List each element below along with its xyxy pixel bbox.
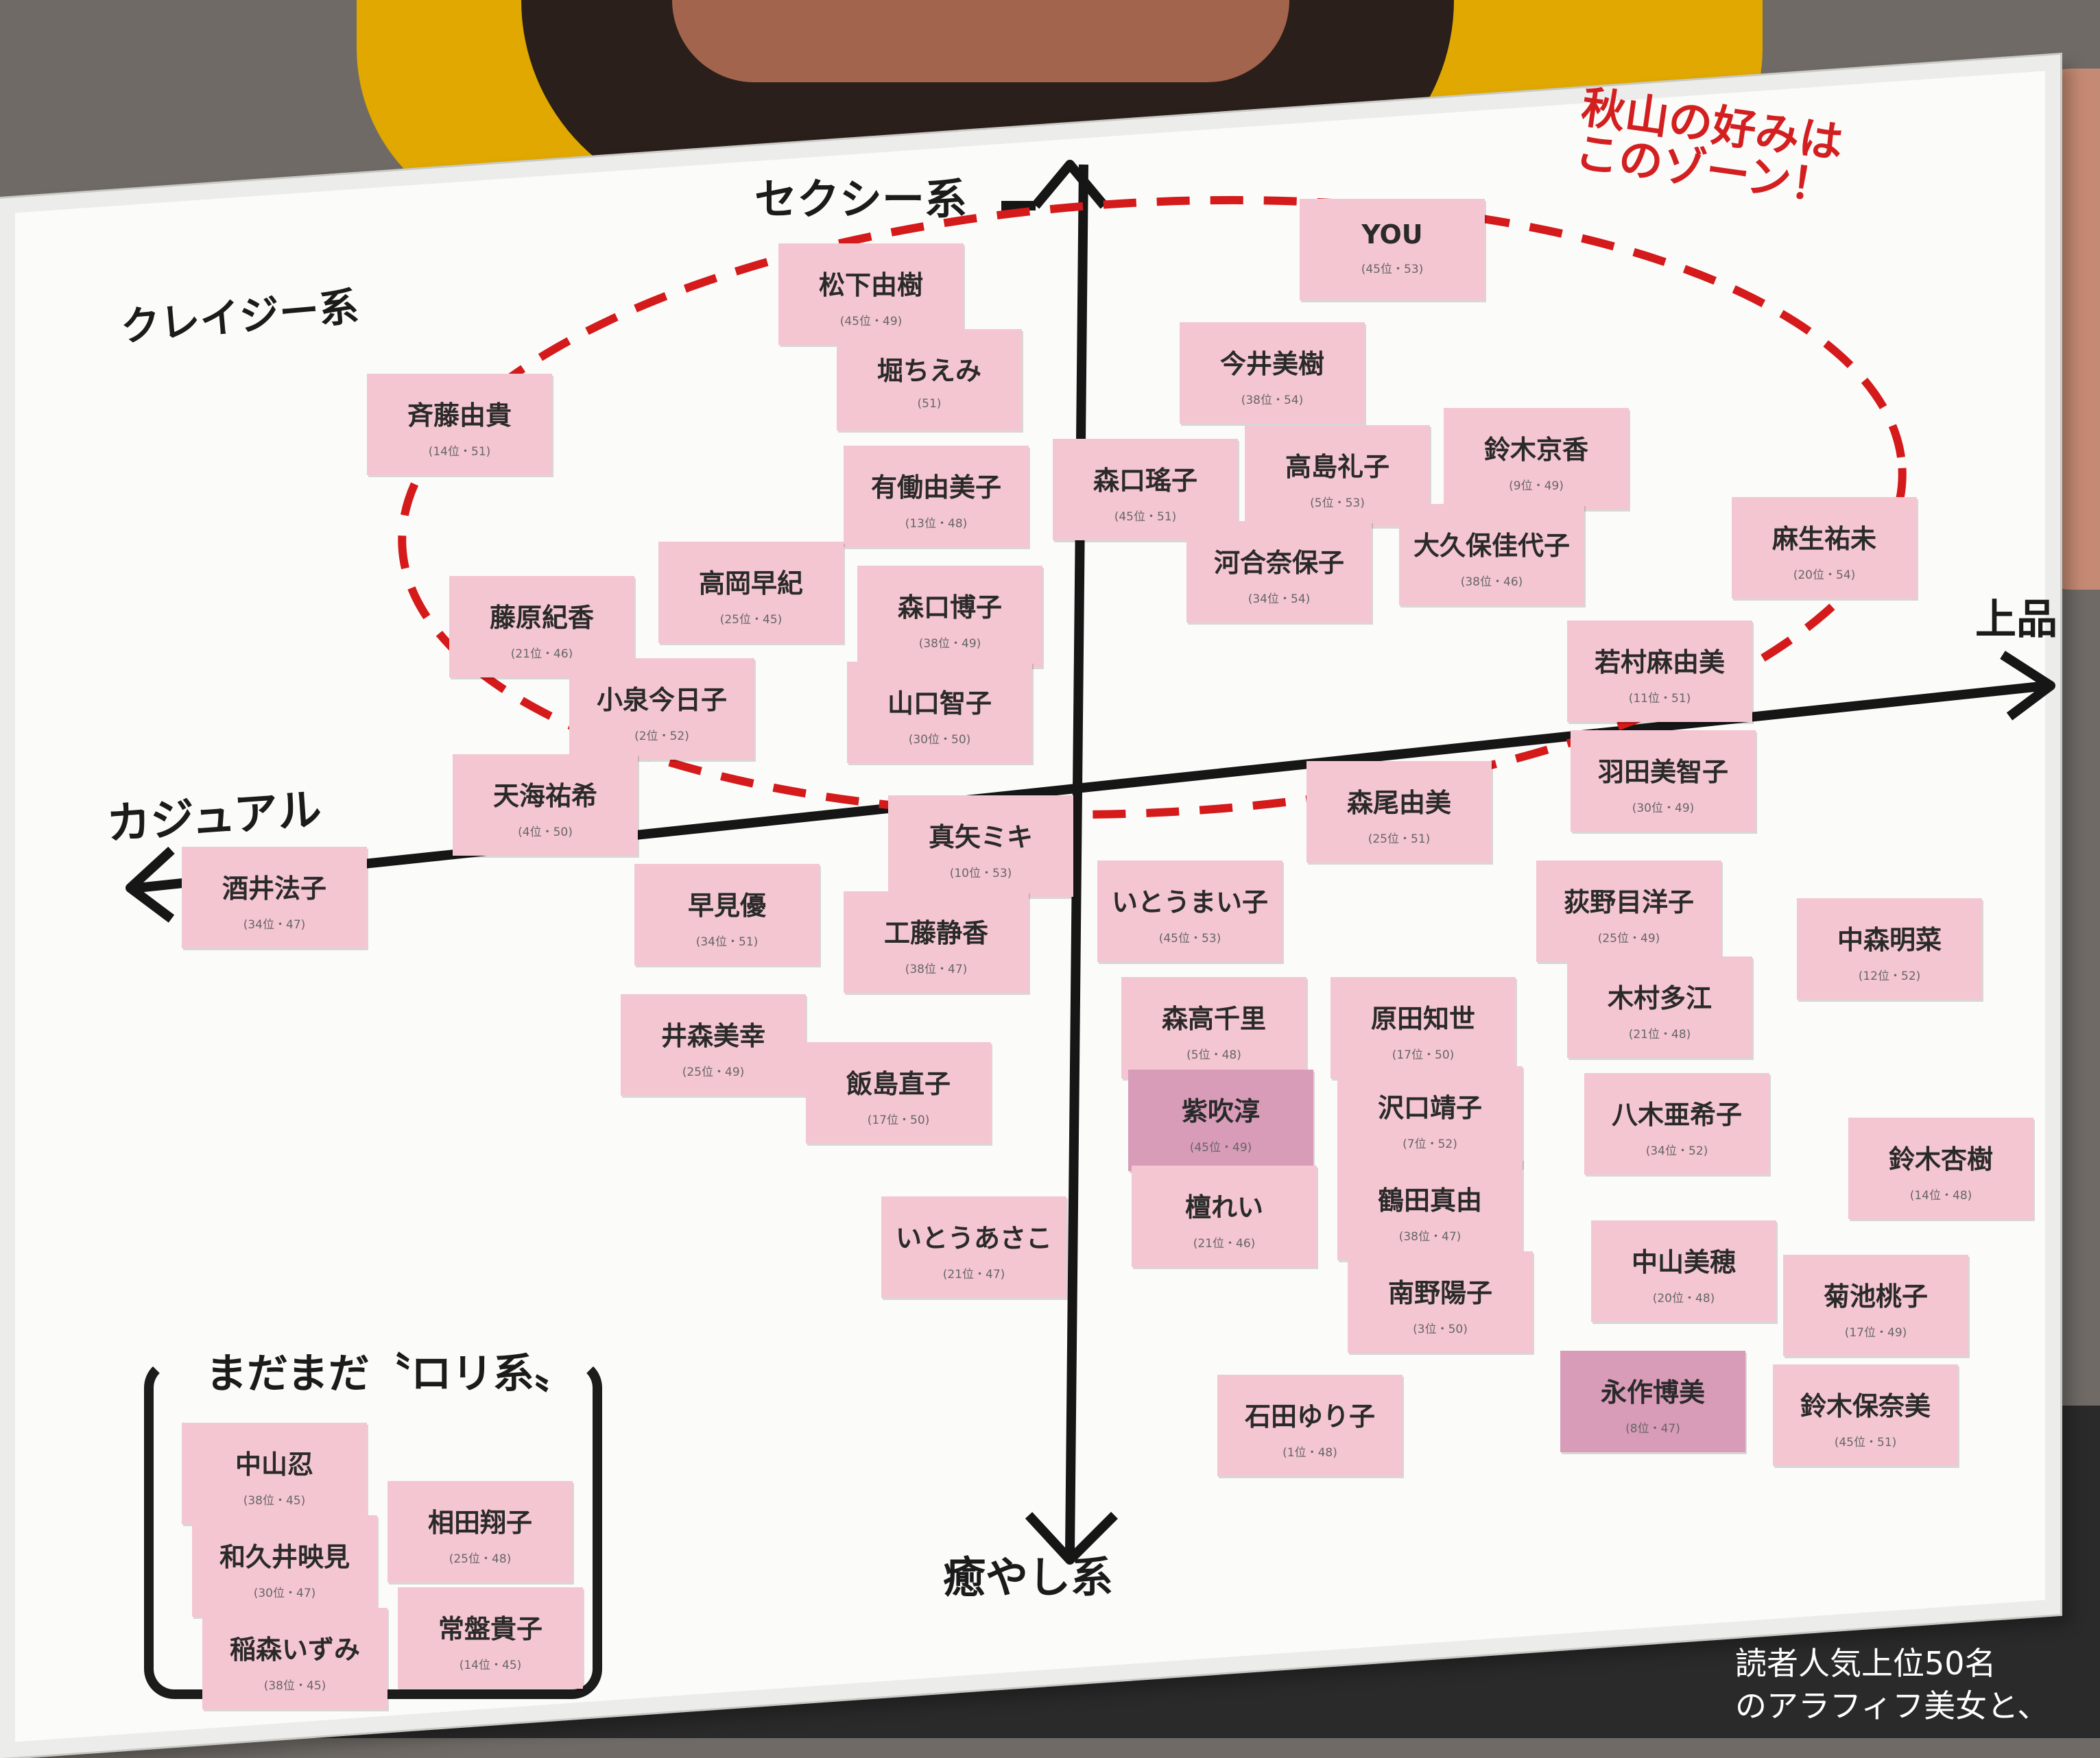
card-ito-maiko: いとうまい子(45位・53) bbox=[1097, 860, 1282, 962]
card-wakamura: 若村麻由美(11位・51) bbox=[1567, 621, 1752, 722]
axis-label-right: 上品 bbox=[1975, 596, 2057, 644]
left-arrow-icon bbox=[126, 846, 175, 923]
card-nakamori: 中森明菜(12位・52) bbox=[1797, 898, 1982, 1000]
card-imai: 今井美樹(38位・54) bbox=[1180, 322, 1365, 424]
card-iijima: 飯島直子(17位・50) bbox=[806, 1042, 991, 1144]
card-kudo: 工藤静香(38位・47) bbox=[844, 891, 1029, 993]
card-yagi: 八木亜希子(34位・52) bbox=[1584, 1073, 1769, 1175]
card-takaoka: 高岡早紀(25位・45) bbox=[658, 542, 844, 643]
card-shibuki: 紫吹淳(45位・49) bbox=[1128, 1070, 1313, 1171]
card-udo: 有働由美子(13位・48) bbox=[844, 446, 1029, 547]
down-arrow-icon bbox=[1025, 1512, 1118, 1565]
card-nakayama-miho: 中山美穂(20位・48) bbox=[1591, 1220, 1776, 1322]
face-background bbox=[672, 0, 1289, 82]
loli-group-title: まだまだ〝ロリ系〟 bbox=[206, 1350, 575, 1398]
card-suzuki-honami: 鈴木保奈美(45位・51) bbox=[1773, 1364, 1958, 1466]
card-tokiwa: 常盤貴子(14位・45) bbox=[398, 1587, 583, 1689]
card-kikuchi: 菊池桃子(17位・49) bbox=[1783, 1255, 1968, 1356]
up-arrow-icon bbox=[1001, 160, 1108, 210]
card-kimura: 木村多江(21位・48) bbox=[1567, 956, 1752, 1058]
vertical-axis-line bbox=[1065, 164, 1088, 1554]
card-minamino: 南野陽子(3位・50) bbox=[1348, 1251, 1533, 1353]
card-sawaguchi: 沢口靖子(7位・52) bbox=[1337, 1066, 1523, 1168]
card-nagasaku: 永作博美(8位・47) bbox=[1560, 1351, 1745, 1452]
card-suzuki-kyoka: 鈴木京香(9位・49) bbox=[1444, 408, 1629, 509]
card-kawai: 河合奈保子(34位・54) bbox=[1186, 521, 1372, 623]
card-aso: 麻生祐未(20位・54) bbox=[1732, 497, 1917, 599]
card-dan: 檀れい(21位・46) bbox=[1132, 1166, 1317, 1267]
card-aida: 相田翔子(25位・48) bbox=[387, 1481, 573, 1582]
article-caption: 読者人気上位50名 のアラフィフ美女と、 bbox=[1735, 1645, 2049, 1724]
card-tsuruta: 鶴田真由(38位・47) bbox=[1337, 1159, 1523, 1260]
card-nakayama-shinobu: 中山忍(38位・45) bbox=[182, 1423, 367, 1524]
card-matsushita: 松下由樹(45位・49) bbox=[778, 243, 964, 345]
card-ito-asako: いとうあさこ(21位・47) bbox=[881, 1196, 1066, 1298]
card-imori: 井森美幸(25位・49) bbox=[621, 994, 806, 1096]
card-inamori: 稲森いずみ(38位・45) bbox=[202, 1608, 387, 1709]
card-sakai: 酒井法子(34位・47) bbox=[182, 847, 367, 948]
card-oginome: 荻野目洋子(25位・49) bbox=[1536, 860, 1721, 962]
card-saito: 斉藤由貴(14位・51) bbox=[367, 374, 552, 475]
horizontal-axis-line bbox=[136, 681, 2048, 893]
card-harada: 原田知世(17位・50) bbox=[1331, 977, 1516, 1079]
card-moriguchi-hiroko: 森口博子(38位・49) bbox=[857, 566, 1042, 667]
card-yamaguchi: 山口智子(30位・50) bbox=[847, 662, 1032, 763]
card-hayami: 早見優(34位・51) bbox=[634, 864, 820, 965]
card-morio: 森尾由美(25位・51) bbox=[1306, 761, 1492, 863]
card-hori: 堀ちえみ(51) bbox=[837, 329, 1022, 431]
card-wakui: 和久井映見(30位・47) bbox=[192, 1515, 377, 1617]
card-maya: 真矢ミキ(10位・53) bbox=[888, 795, 1073, 897]
card-koizumi: 小泉今日子(2位・52) bbox=[569, 658, 754, 760]
right-arrow-icon bbox=[2000, 651, 2055, 721]
card-amami: 天海祐希(4位・50) bbox=[453, 754, 638, 856]
card-you: YOU(45位・53) bbox=[1300, 199, 1485, 300]
card-ishida: 石田ゆり子(1位・48) bbox=[1217, 1375, 1403, 1476]
card-moritaka: 森高千里(5位・48) bbox=[1121, 977, 1306, 1079]
axis-label-bottom: 癒やし系 bbox=[943, 1552, 1114, 1602]
card-okubo: 大久保佳代子(38位・46) bbox=[1399, 504, 1584, 605]
card-suzuki-anju: 鈴木杏樹(14位・48) bbox=[1848, 1118, 2033, 1219]
axis-label-top: セクシー系 bbox=[754, 174, 968, 224]
preference-zone-ellipse bbox=[398, 195, 1907, 819]
card-hada: 羽田美智子(30位・49) bbox=[1571, 730, 1756, 832]
